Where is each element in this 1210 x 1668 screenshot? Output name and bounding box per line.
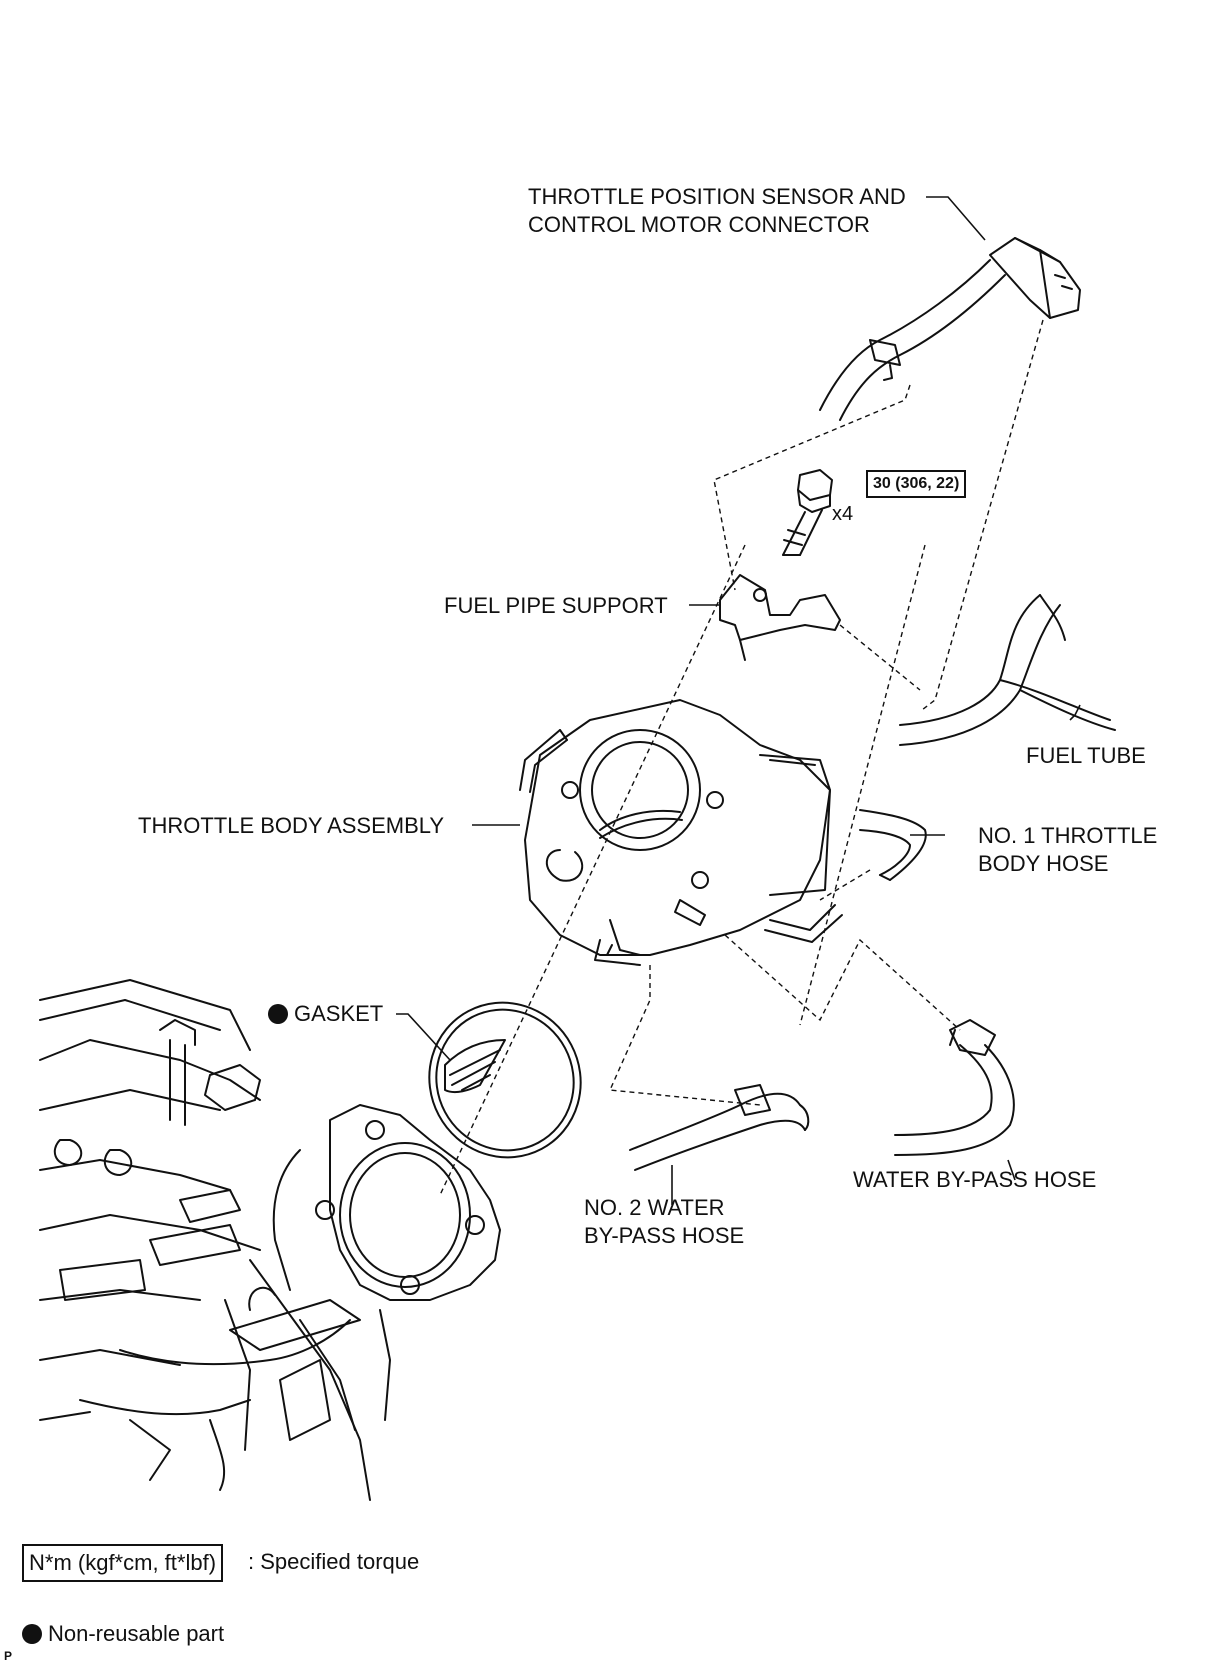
sensor-connector-label-line1: THROTTLE POSITION SENSOR AND (528, 184, 906, 209)
nonreusable-legend-icon (22, 1624, 42, 1644)
sensor-connector-label-line2: CONTROL MOTOR CONNECTOR (528, 212, 870, 237)
fuel-tube-illustration (899, 594, 1116, 746)
bolt-quantity-label: x4 (832, 503, 854, 525)
torque-legend-box: N*m (kgf*cm, ft*lbf) (22, 1544, 224, 1582)
assembly-dashed-lines (439, 319, 1044, 1196)
no2-water-bypass-hose-label-line1: NO. 2 WATER (584, 1195, 725, 1220)
water-bypass-hose-illustration (894, 1019, 1015, 1156)
fuel-pipe-support-label: FUEL PIPE SUPPORT (444, 593, 668, 618)
footer-mark: P (4, 1649, 13, 1663)
no1-throttle-body-hose-label-line1: NO. 1 THROTTLE (978, 823, 1158, 848)
engine-intake-manifold-illustration (39, 979, 501, 1501)
no1-throttle-body-hose-label-line2: BODY HOSE (978, 851, 1109, 876)
fuel-pipe-support-illustration (719, 574, 841, 661)
fuel-tube-label: FUEL TUBE (1026, 743, 1146, 768)
leader-lines (396, 196, 1081, 1205)
nonreusable-marker-icon (268, 1004, 288, 1024)
gasket-illustration (428, 1001, 582, 1159)
connector-harness-illustration (819, 237, 1081, 421)
gasket-label: GASKET (294, 1001, 384, 1026)
no2-water-bypass-hose-illustration (629, 1084, 810, 1171)
water-bypass-hose-label: WATER BY-PASS HOSE (853, 1167, 1097, 1192)
torque-legend-description: : Specified torque (248, 1549, 420, 1574)
bolt-illustration (782, 469, 833, 556)
no2-water-bypass-hose-label-line2: BY-PASS HOSE (584, 1223, 745, 1248)
torque-value-box: 30 (306, 22) (866, 470, 967, 498)
throttle-body-assembly-label: THROTTLE BODY ASSEMBLY (138, 813, 445, 838)
no1-throttle-body-hose-illustration (859, 809, 927, 881)
nonreusable-legend-description: Non-reusable part (48, 1621, 225, 1646)
throttle-body-illustration (519, 699, 843, 966)
